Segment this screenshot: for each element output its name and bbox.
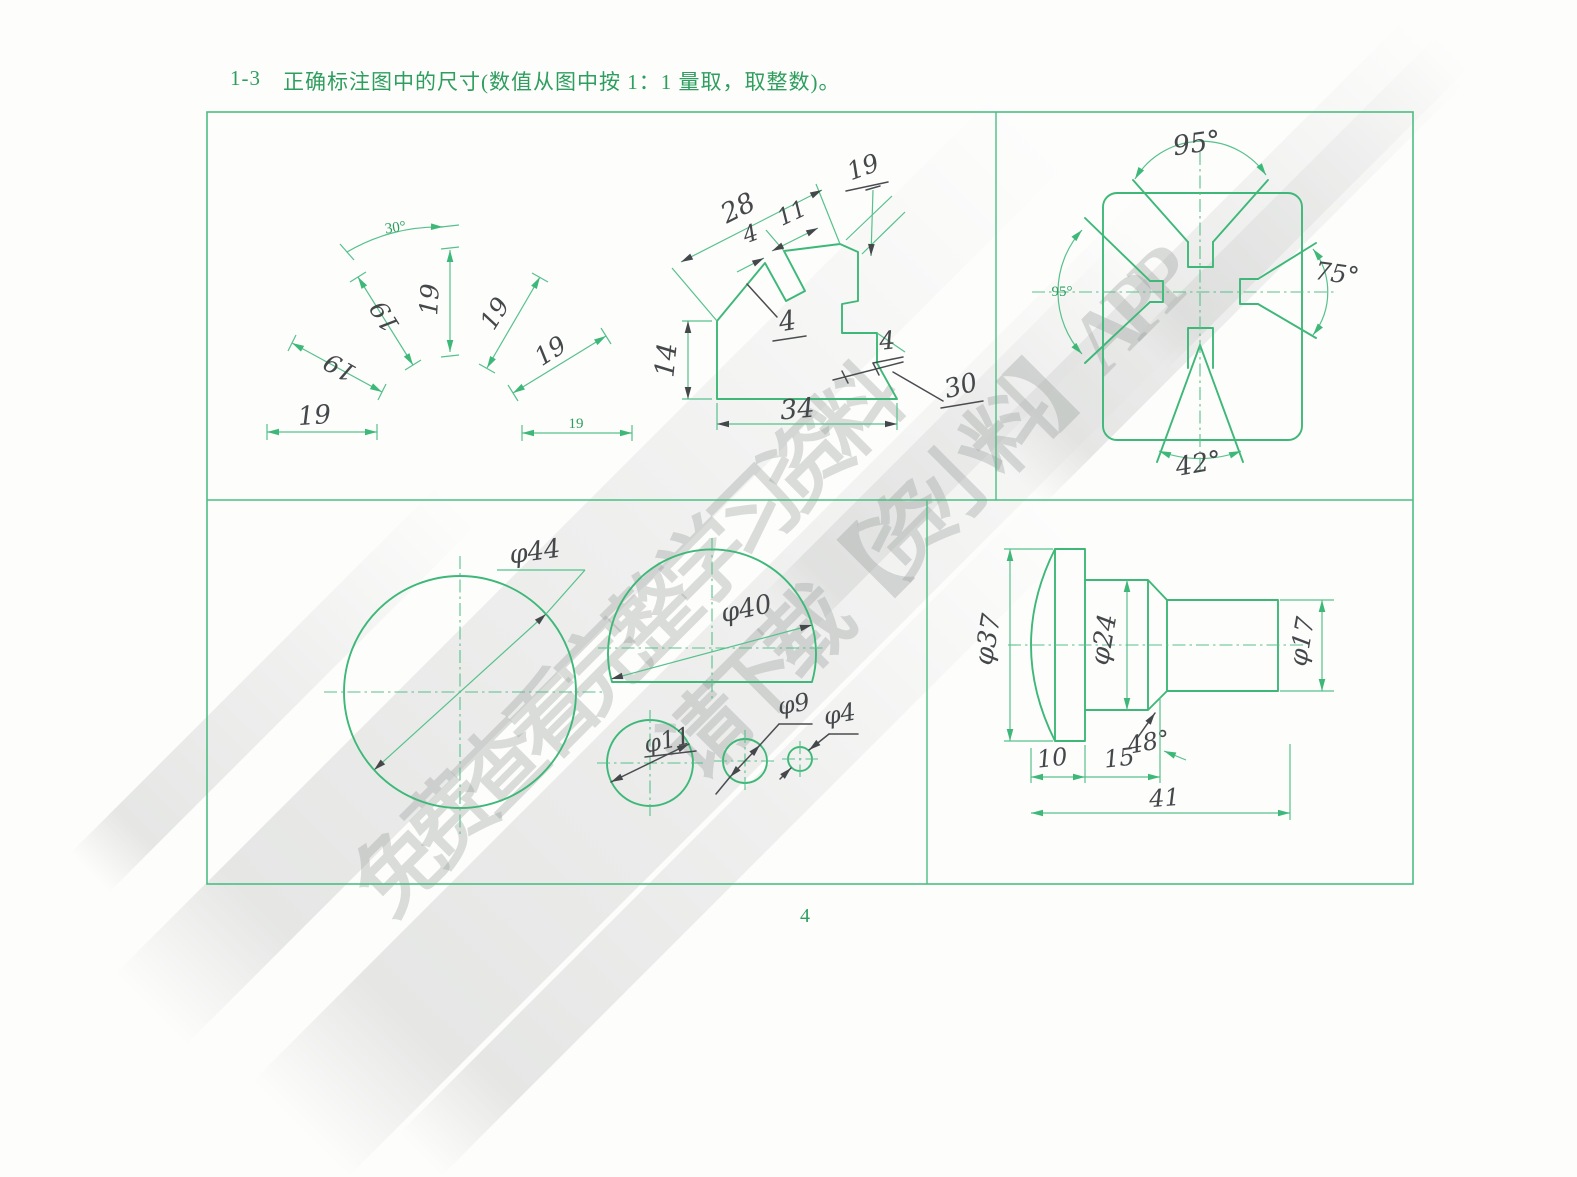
poly-dim-4-width: 4	[738, 220, 762, 250]
panel-notched-polygon: 28 11 4 4 19 4 14 34 30	[649, 148, 984, 430]
fan-len-bottom-left: 19	[297, 400, 332, 432]
circle-44-label: φ44	[507, 534, 562, 571]
fan-len-right60: 19	[474, 292, 516, 334]
page-number: 4	[800, 905, 810, 927]
shaft-dim-37: φ37	[969, 611, 1008, 667]
poly-dim-34: 34	[779, 393, 816, 427]
poly-dim-19: 19	[843, 148, 883, 186]
shaft-dim-10: 10	[1036, 743, 1069, 774]
vblock-angle-left: 95°	[1052, 284, 1073, 300]
shaft-dim-24: φ24	[1085, 612, 1123, 668]
shaft-dim-41: 41	[1147, 783, 1180, 813]
circle-40	[607, 548, 817, 683]
fan-len-left60: 19	[364, 295, 406, 337]
exercise-number: 1-3	[230, 66, 261, 90]
vblock-body	[1102, 192, 1303, 441]
poly-dim-14: 14	[649, 341, 683, 378]
panel-fan-dimensions: 30° 19 19 19 19 19 19 19	[266, 219, 633, 441]
circle-9-label: φ9	[775, 688, 811, 721]
poly-dim-11: 11	[773, 196, 811, 232]
exercise-text: 正确标注图中的尺寸(数值从图中按 1：1 量取，取整数)。	[283, 70, 841, 94]
shaft-dim-17: φ17	[1283, 615, 1320, 669]
polygon-outline	[716, 243, 898, 400]
panel-shaft: φ37 φ24 φ17 48° 10 15 41	[969, 548, 1334, 820]
circle-11-label: φ11	[641, 722, 693, 759]
scanned-textbook-page: { "page": { "exercise_number": "1-3", "t…	[70, 20, 1470, 1177]
shaft-dim-15: 15	[1103, 743, 1136, 774]
vblock-angle-bottom: 42°	[1172, 445, 1224, 483]
circle-4-label: φ4	[821, 698, 857, 731]
poly-dim-4-right: 4	[877, 325, 897, 356]
poly-dim-30: 30	[941, 368, 981, 406]
fan-len-left30: 19	[319, 347, 361, 388]
exercise-title: 1-3 正确标注图中的尺寸(数值从图中按 1：1 量取，取整数)。	[230, 66, 840, 96]
fan-len-bottom-right: 19	[569, 416, 584, 432]
poly-dim-4-depth: 4	[775, 305, 798, 339]
fan-len-right30: 19	[529, 330, 572, 372]
panel-vblock: 95° 95° 75° 42°	[1032, 125, 1361, 483]
fan-angle-label: 30°	[384, 219, 407, 238]
vblock-angle-top: 95°	[1171, 125, 1223, 162]
drawing-sheet: 30° 19 19 19 19 19 19 19 28	[206, 111, 1414, 885]
circle-40-label: φ40	[718, 589, 774, 629]
shaft-outline	[1054, 548, 1086, 742]
sheet-frame	[206, 111, 1414, 885]
vblock-angle-right: 75°	[1313, 256, 1361, 291]
fan-len-vertical: 19	[414, 283, 445, 316]
panel-circles: φ44 φ40 φ11 φ9 φ4	[324, 534, 859, 834]
